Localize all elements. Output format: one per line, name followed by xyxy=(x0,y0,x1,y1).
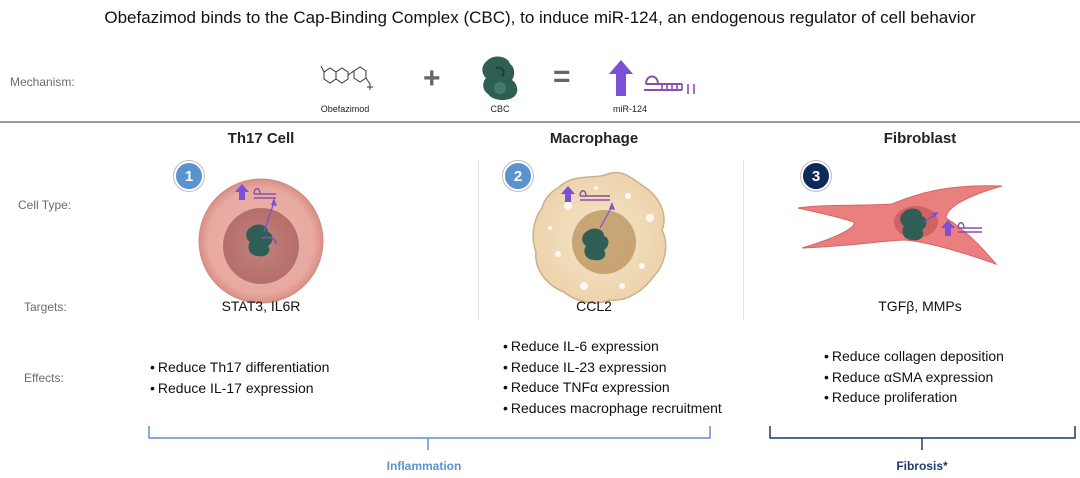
badge-1: 1 xyxy=(174,161,204,191)
badge-3: 3 xyxy=(801,161,831,191)
effect-item: Reduce αSMA expression xyxy=(824,367,1004,388)
row-label-cell-type: Cell Type: xyxy=(18,198,72,212)
targets-fibroblast: TGFβ, MMPs xyxy=(878,298,962,314)
effect-item: Reduce IL-17 expression xyxy=(150,378,329,399)
column-heading-th17: Th17 Cell xyxy=(227,130,295,147)
effects-list-macrophage: Reduce IL-6 expression Reduce IL-23 expr… xyxy=(503,336,722,418)
effect-item: Reduce proliferation xyxy=(824,387,1004,408)
effect-item: Reduce Th17 differentiation xyxy=(150,357,330,378)
effects-list-th17: Reduce Th17 differentiation Reduce IL-17… xyxy=(150,357,330,399)
effects-list-fibroblast: Reduce collagen deposition Reduce αSMA e… xyxy=(824,346,1004,408)
column-separator xyxy=(478,160,479,320)
targets-th17: STAT3, IL6R xyxy=(221,298,301,314)
targets-macrophage: CCL2 xyxy=(576,298,612,314)
row-label-mechanism: Mechanism: xyxy=(10,75,75,89)
fibroblast-illustration xyxy=(796,180,1006,266)
effect-item: Reduce IL-6 expression xyxy=(503,336,722,357)
row-label-targets: Targets: xyxy=(24,300,67,314)
effect-item: Reduce collagen deposition xyxy=(824,346,1004,367)
row-label-effects: Effects: xyxy=(24,371,64,385)
figure-title: Obefazimod binds to the Cap-Binding Comp… xyxy=(104,8,976,27)
plus-icon: + xyxy=(423,62,441,95)
inflammation-bracket xyxy=(148,426,711,439)
obefazimod-label: Obefazimod xyxy=(320,104,370,114)
cbc-label: CBC xyxy=(490,104,510,114)
column-heading-fibroblast: Fibroblast xyxy=(883,130,957,147)
badge-2: 2 xyxy=(503,161,533,191)
mirna-hairpin-icon xyxy=(642,70,698,96)
inflammation-label: Inflammation xyxy=(386,459,462,473)
column-heading-macrophage: Macrophage xyxy=(549,130,639,147)
section-divider xyxy=(0,121,1080,123)
effect-item: Reduce TNFα expression xyxy=(503,377,722,398)
chemical-structure-icon xyxy=(316,58,374,94)
cbc-complex-icon xyxy=(478,54,524,102)
macrophage-illustration xyxy=(524,162,674,312)
grouping-brackets xyxy=(140,420,1080,460)
mir124-label: miR-124 xyxy=(612,104,647,114)
column-separator xyxy=(743,160,744,320)
th17-cell-illustration xyxy=(196,176,326,306)
effect-item: Reduce IL-23 expression xyxy=(503,357,722,378)
fibrosis-bracket xyxy=(769,426,1076,439)
up-arrow-icon xyxy=(608,58,634,98)
effect-item: Reduces macrophage recruitment xyxy=(503,398,722,419)
equals-icon: = xyxy=(553,60,571,93)
fibrosis-label: Fibrosis* xyxy=(896,459,948,473)
